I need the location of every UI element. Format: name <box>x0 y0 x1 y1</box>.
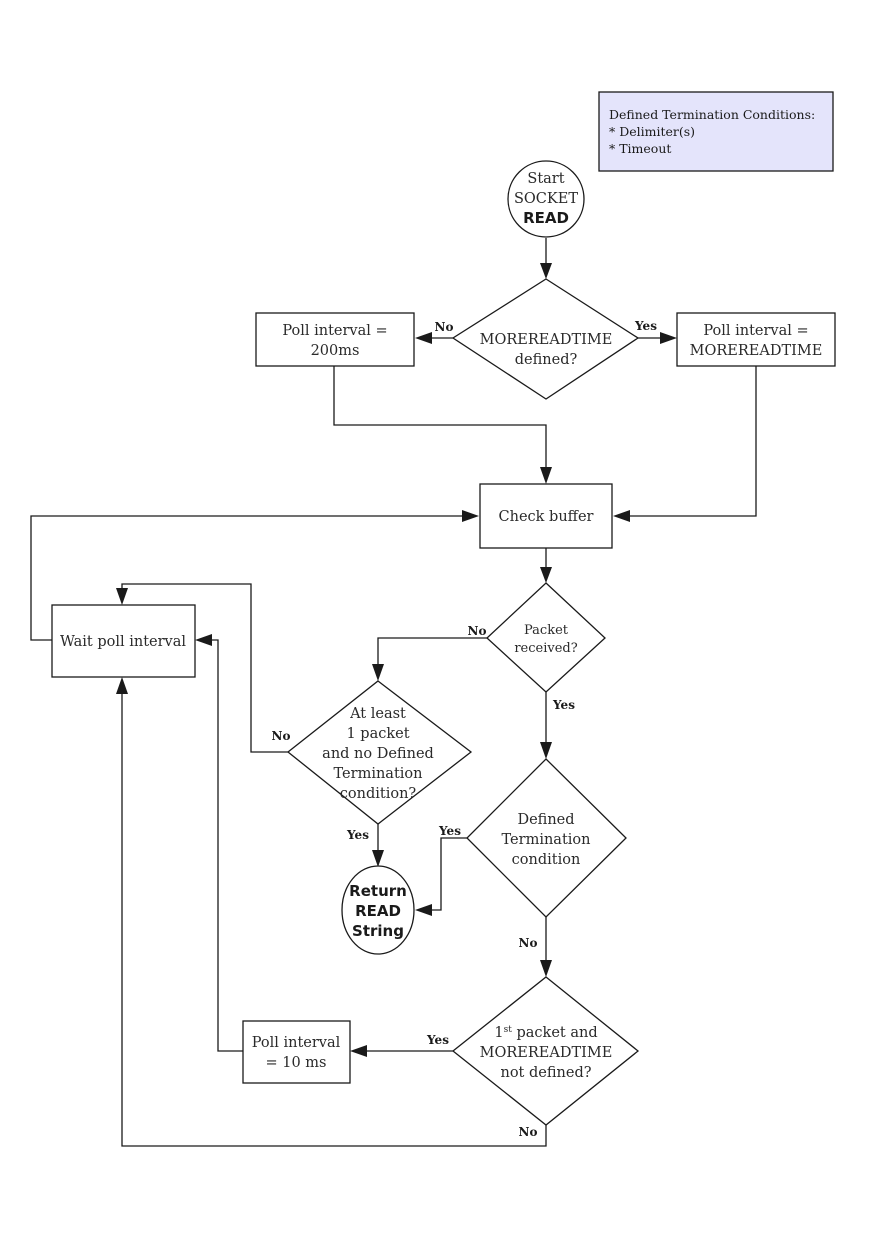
packet-label-line2: received? <box>514 641 577 656</box>
edge-label-packet-yes: Yes <box>552 698 575 712</box>
poll-interval-10-box: Poll interval = 10 ms <box>242 1020 351 1084</box>
edge-label-defterm-no: No <box>519 936 538 950</box>
edge-label-packet-no: No <box>468 624 487 638</box>
poll10-label-line1: Poll interval <box>252 1035 341 1051</box>
poll10-label-line2: = 10 ms <box>265 1055 326 1071</box>
check-label: Check buffer <box>499 509 594 525</box>
pollmore-label-line1: Poll interval = <box>703 323 808 339</box>
edge-labels: No Yes No Yes No Yes Yes No Yes No <box>272 319 658 1139</box>
atleast-label-line2: 1 packet <box>346 726 409 742</box>
edge-label-moreread-yes: Yes <box>634 319 657 333</box>
connectors <box>30 238 757 1147</box>
check-buffer-box: Check buffer <box>479 483 613 549</box>
moreread-label-line2: defined? <box>515 352 578 368</box>
legend-item-timeout: * Timeout <box>609 141 671 156</box>
return-label-line1: Return <box>349 882 407 900</box>
legend-title: Defined Termination Conditions: <box>609 107 815 122</box>
wait-label: Wait poll interval <box>60 634 186 650</box>
moreread-label-line1: MOREREADTIME <box>480 332 613 348</box>
first-label-line1: 1st packet and <box>494 1025 597 1041</box>
defined-termination-decision: Defined Termination condition <box>466 758 627 918</box>
defterm-label-line2: Termination <box>502 832 591 848</box>
return-read-string-node: Return READ String <box>341 865 415 955</box>
defterm-label-line1: Defined <box>517 812 574 828</box>
poll200-label-line1: Poll interval = <box>282 323 387 339</box>
start-label-line2: SOCKET <box>514 191 578 207</box>
packet-label-line1: Packet <box>524 623 569 638</box>
return-label-line2: READ <box>355 902 401 920</box>
edge-label-moreread-no: No <box>435 320 454 334</box>
first-label-line3: not defined? <box>500 1065 591 1081</box>
edge-label-defterm-yes: Yes <box>438 824 461 838</box>
poll-interval-200-box: Poll interval = 200ms <box>255 312 415 367</box>
first-label-num: 1 <box>494 1025 503 1041</box>
defterm-label-line3: condition <box>512 852 581 868</box>
moreread-defined-decision: MOREREADTIME defined? <box>451 278 640 400</box>
at-least-one-packet-decision: At least 1 packet and no Defined Termina… <box>286 680 473 825</box>
first-label-rest: packet and <box>512 1025 598 1041</box>
edge-label-first-no: No <box>519 1125 538 1139</box>
legend-item-delimiter: * Delimiter(s) <box>609 124 695 139</box>
return-label-line3: String <box>352 922 404 940</box>
atleast-label-line3: and no Defined <box>322 746 434 762</box>
legend-box: Defined Termination Conditions: * Delimi… <box>598 91 834 172</box>
start-socket-read-node: Start SOCKET READ <box>507 160 585 238</box>
poll-interval-moreread-box: Poll interval = MOREREADTIME <box>676 312 836 367</box>
pollmore-label-line2: MOREREADTIME <box>690 343 823 359</box>
first-packet-decision: 1st packet and MOREREADTIME not defined? <box>451 976 640 1126</box>
atleast-label-line5: condition? <box>340 786 417 802</box>
edge-label-first-yes: Yes <box>426 1033 449 1047</box>
first-label-line2: MOREREADTIME <box>480 1045 613 1061</box>
first-label-sup: st <box>504 1025 513 1035</box>
edge-label-atleast-yes: Yes <box>346 828 369 842</box>
atleast-label-line1: At least <box>349 706 406 722</box>
start-label-line1: Start <box>527 171 564 187</box>
atleast-label-line4: Termination <box>334 766 423 782</box>
start-label-line3: READ <box>523 209 569 227</box>
edge-label-atleast-no: No <box>272 729 291 743</box>
packet-received-decision: Packet received? <box>486 582 606 693</box>
poll200-label-line2: 200ms <box>311 343 360 359</box>
wait-poll-interval-box: Wait poll interval <box>51 604 196 678</box>
